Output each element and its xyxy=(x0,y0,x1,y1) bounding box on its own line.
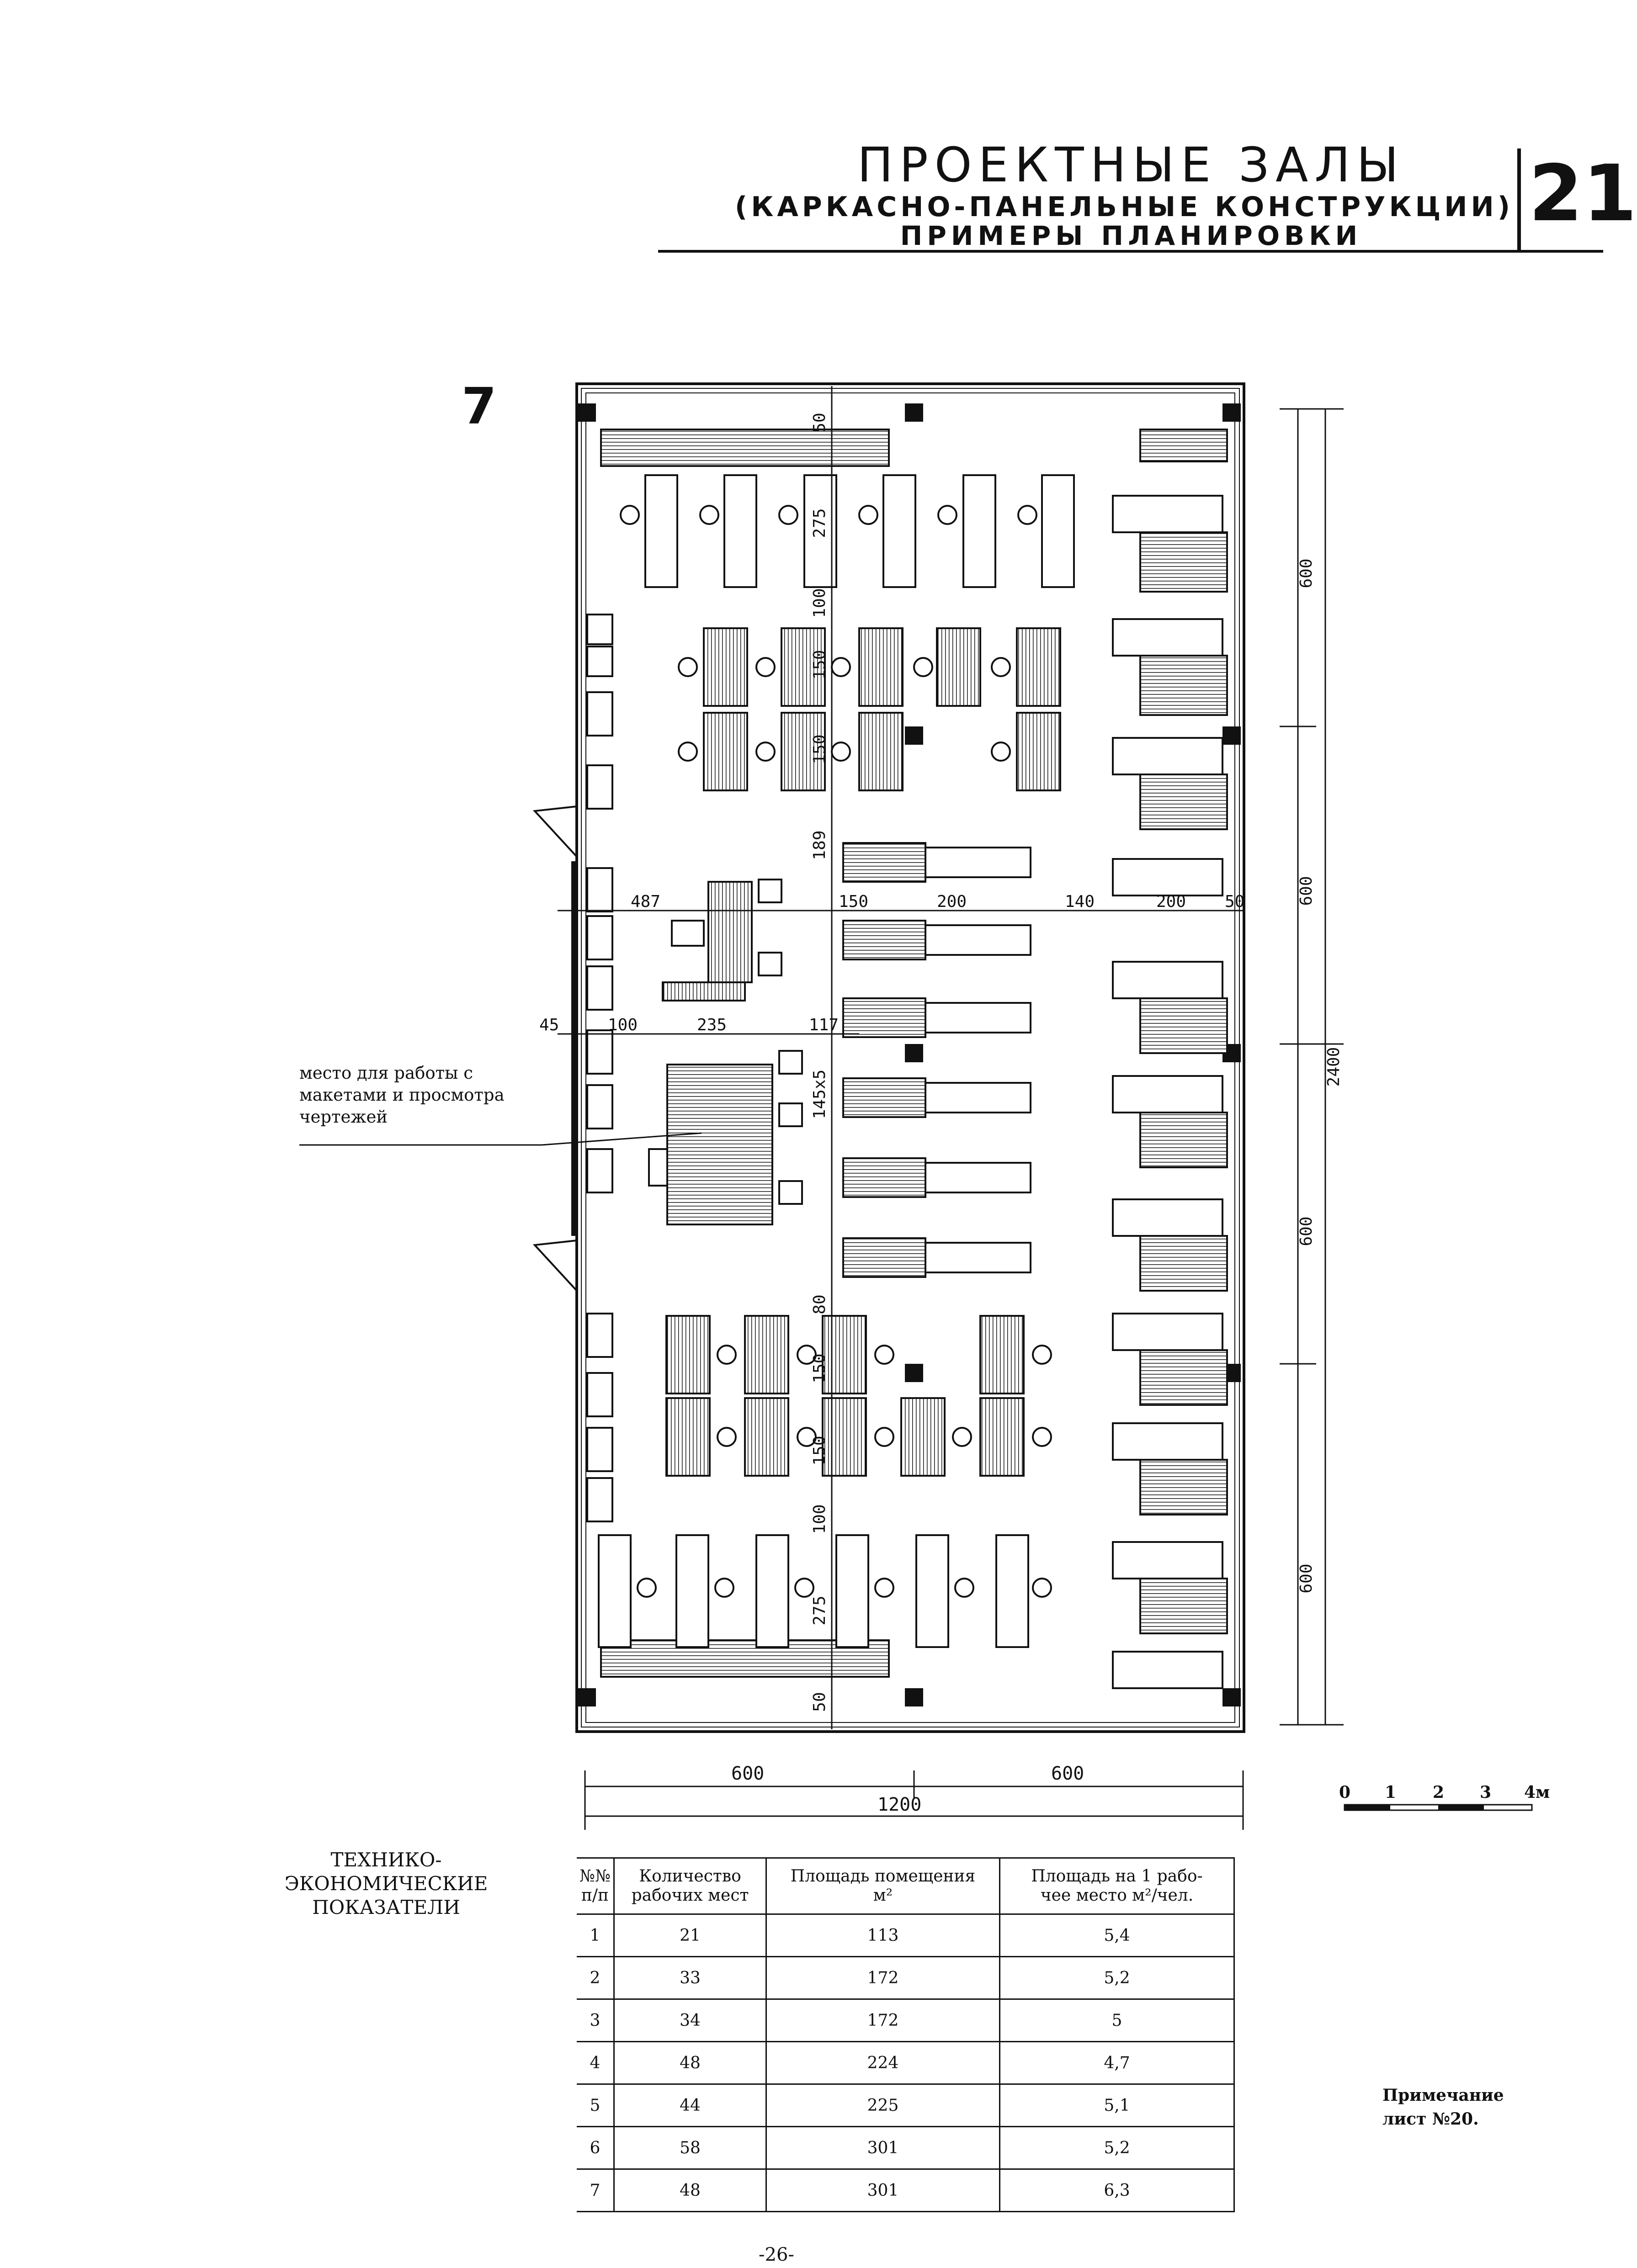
dim-275-bottom: 275 xyxy=(810,1595,829,1625)
footer-page-number: -26- xyxy=(759,2244,794,2265)
dim-150-c: 150 xyxy=(810,1353,829,1383)
dim-100-bottom: 100 xyxy=(810,1504,829,1534)
col-header-area: Площадь помещения м² xyxy=(765,1857,1000,1915)
dim-50-bottom: 50 xyxy=(810,1692,829,1712)
col-header-workplaces: Количество рабочих мест xyxy=(613,1857,767,1915)
dim-bottom-600-b: 600 xyxy=(1051,1763,1084,1784)
table-cell: 5,1 xyxy=(999,2083,1235,2127)
dim-100-row: 100 xyxy=(608,1016,638,1034)
scale-label-4: 4м xyxy=(1524,1783,1550,1802)
dim-189: 189 xyxy=(810,830,829,860)
structural-columns xyxy=(578,403,1241,1706)
table-cell: 5,2 xyxy=(999,1956,1235,2000)
indicators-table: №№ п/п Количество рабочих мест Площадь п… xyxy=(577,1857,1235,2212)
dim-200-row: 200 xyxy=(937,892,967,911)
dim-275-top: 275 xyxy=(810,508,829,538)
scale-label-0: 0 xyxy=(1339,1783,1350,1802)
dim-200-row-b: 200 xyxy=(1156,892,1186,911)
table-cell: 7 xyxy=(577,2168,615,2212)
table-cell: 225 xyxy=(765,2083,1000,2127)
dim-150-a: 150 xyxy=(810,650,829,679)
dim-150-d: 150 xyxy=(810,1436,829,1465)
scale-label-3: 3 xyxy=(1480,1783,1491,1802)
header-rule xyxy=(658,250,1603,253)
table-cell: 2 xyxy=(577,1956,615,2000)
scale-label-1: 1 xyxy=(1385,1783,1396,1802)
table-cell: 33 xyxy=(613,1956,767,2000)
page-subtitle: (КАРКАСНО-ПАНЕЛЬНЫЕ КОНСТРУКЦИИ) xyxy=(734,191,1514,223)
dim-235: 235 xyxy=(697,1016,727,1034)
dim-117: 117 xyxy=(809,1016,839,1034)
caption-leader xyxy=(299,1132,702,1146)
floor-plan-drawing: 50 275 100 150 150 189 145x5 80 150 150 … xyxy=(532,382,1344,1830)
plan-caption: место для работы с макетами и просмотра … xyxy=(299,1063,505,1127)
scale-bar: 0 1 2 3 4м xyxy=(1339,1783,1550,1811)
dim-145x5: 145x5 xyxy=(810,1070,829,1119)
dim-80: 80 xyxy=(810,1294,829,1314)
dim-bottom-600-a: 600 xyxy=(731,1763,764,1784)
table-cell: 48 xyxy=(613,2041,767,2085)
table-cell: 6,3 xyxy=(999,2168,1235,2212)
table-cell: 113 xyxy=(765,1913,1000,1957)
table-cell: 172 xyxy=(765,1956,1000,2000)
scale-label-2: 2 xyxy=(1433,1783,1444,1802)
dim-100-top: 100 xyxy=(810,588,829,618)
note: Примечание лист №20. xyxy=(1382,2086,1504,2129)
dim-right-600-d: 600 xyxy=(1297,1563,1316,1593)
header-divider xyxy=(1517,148,1521,253)
table-cell: 1 xyxy=(577,1913,615,1957)
page-title: ПРОЕКТНЫЕ ЗАЛЫ xyxy=(857,137,1405,193)
dim-right-600-b: 600 xyxy=(1297,876,1316,906)
table-cell: 172 xyxy=(765,1998,1000,2042)
dim-150-b: 150 xyxy=(810,734,829,764)
plan-number: 7 xyxy=(462,377,497,435)
table-cell: 5,4 xyxy=(999,1913,1235,1957)
indicators-heading: ТЕХНИКО- ЭКОНОМИЧЕСКИЕ ПОКАЗАТЕЛИ xyxy=(284,1849,488,1918)
dim-50-top: 50 xyxy=(810,413,829,432)
dim-right-2400: 2400 xyxy=(1324,1047,1343,1087)
col-header-area-per-person: Площадь на 1 рабо- чее место м²/чел. xyxy=(999,1857,1235,1915)
table-cell: 5 xyxy=(577,2083,615,2127)
table-cell: 5,2 xyxy=(999,2126,1235,2170)
table-cell: 21 xyxy=(613,1913,767,1957)
page-subtitle-2: ПРИМЕРЫ ПЛАНИРОВКИ xyxy=(900,220,1362,251)
table-cell: 5 xyxy=(999,1998,1235,2042)
table-cell: 4 xyxy=(577,2041,615,2085)
dim-bottom-1200: 1200 xyxy=(877,1794,921,1815)
table-cell: 44 xyxy=(613,2083,767,2127)
table-cell: 34 xyxy=(613,1998,767,2042)
table-cell: 224 xyxy=(765,2041,1000,2085)
table-cell: 4,7 xyxy=(999,2041,1235,2085)
dim-50-row: 50 xyxy=(1225,892,1244,911)
table-cell: 3 xyxy=(577,1998,615,2042)
dim-487: 487 xyxy=(631,892,660,911)
table-cell: 6 xyxy=(577,2126,615,2170)
dim-right-600-a: 600 xyxy=(1297,558,1316,588)
col-header-num: №№ п/п xyxy=(577,1857,615,1915)
dim-right-600-c: 600 xyxy=(1297,1216,1316,1246)
table-cell: 48 xyxy=(613,2168,767,2212)
table-cell: 301 xyxy=(765,2126,1000,2170)
table-cell: 301 xyxy=(765,2168,1000,2212)
table-cell: 58 xyxy=(613,2126,767,2170)
dim-45: 45 xyxy=(539,1016,559,1034)
dim-150-row: 150 xyxy=(839,892,868,911)
page-number: 21 xyxy=(1529,148,1637,239)
dim-140-row: 140 xyxy=(1065,892,1095,911)
